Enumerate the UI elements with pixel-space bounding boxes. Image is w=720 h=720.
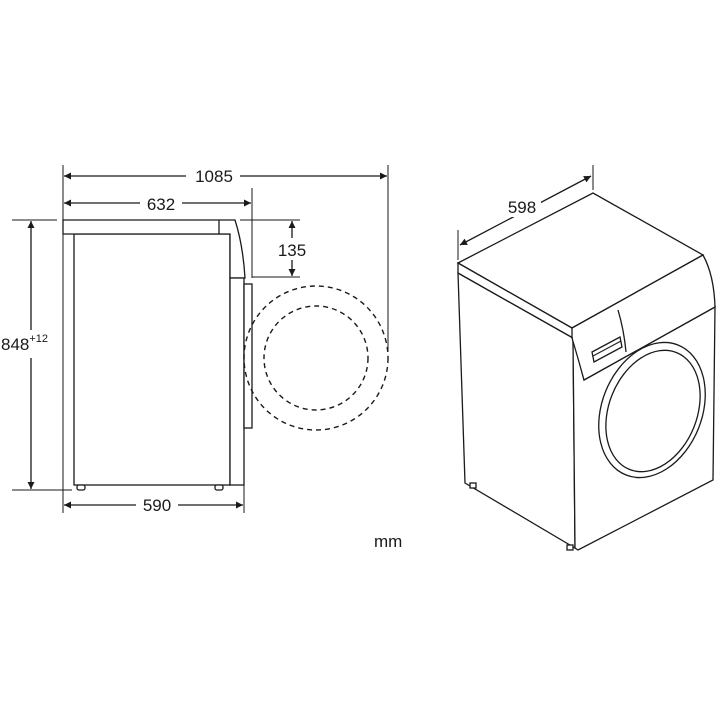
foot-rear [76, 484, 86, 491]
dimension-label-590: 590 [143, 496, 171, 515]
machine-front-column [229, 277, 245, 486]
door-swing-outer [243, 285, 389, 431]
height-tolerance: +12 [29, 333, 48, 345]
foot-front [566, 544, 574, 551]
machine-side-body [73, 233, 231, 486]
door-swing-inner [263, 305, 369, 411]
side-view: 1085 632 135 848+12 590 [0, 165, 389, 515]
foot-front [214, 484, 224, 491]
door-closed [243, 283, 253, 429]
dimension-label-848: 848+12 [1, 333, 48, 354]
height-value: 848 [1, 335, 29, 354]
dimension-label-598: 598 [508, 198, 536, 217]
dimension-label-1085: 1085 [195, 167, 233, 186]
foot-left [469, 482, 477, 489]
dimension-label-135: 135 [278, 241, 306, 260]
isometric-view: 598 [456, 165, 716, 551]
door-glass [605, 349, 701, 473]
display-icon [591, 336, 623, 363]
machine-top-lid [62, 219, 246, 279]
door-ring [598, 341, 706, 479]
units-label: mm [374, 532, 402, 551]
dimension-label-632: 632 [147, 195, 175, 214]
